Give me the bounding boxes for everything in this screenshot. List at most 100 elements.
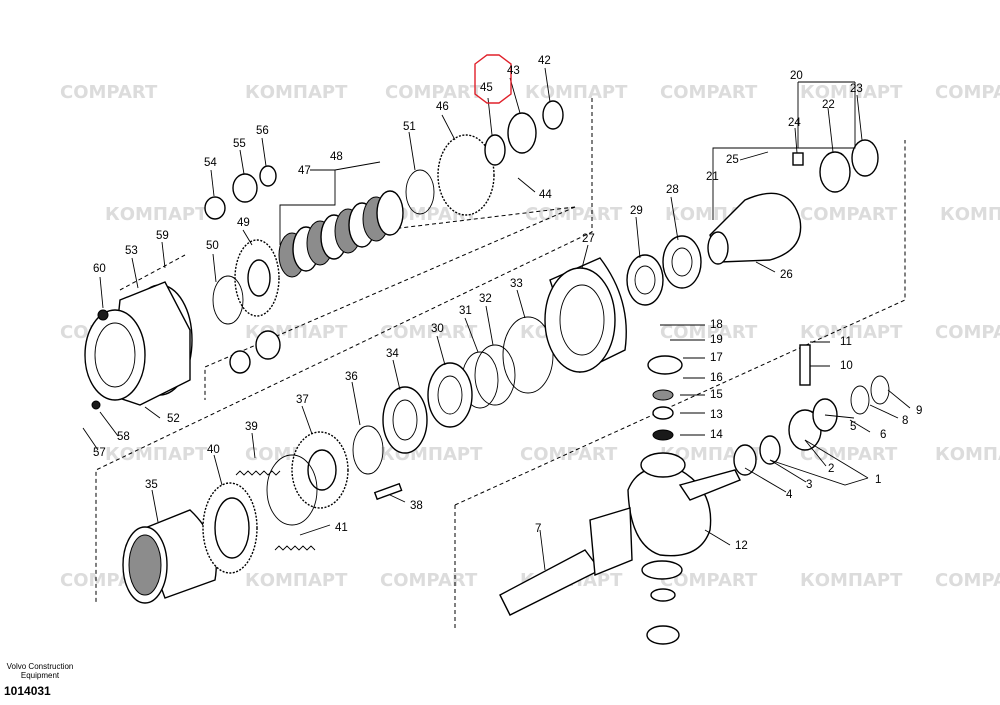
part-label-48: 48 xyxy=(330,151,343,163)
part-labels: 1234567891011121314151617181920212223242… xyxy=(93,55,922,552)
part-label-5: 5 xyxy=(850,421,856,433)
hub-housing-53 xyxy=(84,281,193,410)
part-label-23: 23 xyxy=(850,83,863,95)
bearings xyxy=(382,235,702,454)
watermark-text: COMPART xyxy=(660,82,758,103)
part-label-36: 36 xyxy=(345,371,358,383)
part-label-52: 52 xyxy=(167,413,180,425)
watermark-text: КОМПАРТ xyxy=(800,322,903,343)
axle-7 xyxy=(499,507,633,616)
watermark-text: КОМПАРТ xyxy=(800,570,903,591)
part-label-60: 60 xyxy=(93,263,106,275)
part-label-14: 14 xyxy=(710,429,723,441)
part-label-2: 2 xyxy=(828,463,834,475)
watermark-text: COMPART xyxy=(935,322,1000,343)
watermark-text: КОМПАРТ xyxy=(105,444,208,465)
shaft-21 xyxy=(707,192,802,265)
part-label-51: 51 xyxy=(403,121,416,133)
assembly-guide-lines xyxy=(95,98,906,628)
part-label-29: 29 xyxy=(630,205,643,217)
part-label-24: 24 xyxy=(788,117,801,129)
plate-stack-47-48 xyxy=(278,190,404,278)
watermark-text: COMPART xyxy=(60,82,158,103)
king-pin-stack xyxy=(646,355,683,645)
springs-39-41 xyxy=(235,470,316,551)
part-label-8: 8 xyxy=(902,415,908,427)
part-label-10: 10 xyxy=(840,360,853,372)
part-label-56: 56 xyxy=(256,125,269,137)
part-label-18: 18 xyxy=(710,319,723,331)
part-label-35: 35 xyxy=(145,479,158,491)
part-label-58: 58 xyxy=(117,431,130,443)
part-label-54: 54 xyxy=(204,157,217,169)
part-label-49: 49 xyxy=(237,217,250,229)
part-label-31: 31 xyxy=(459,305,472,317)
part-label-28: 28 xyxy=(666,184,679,196)
watermark-text: КОМПАРТ xyxy=(245,82,348,103)
part-label-25: 25 xyxy=(726,154,739,166)
part-label-41: 41 xyxy=(335,522,348,534)
gear-37 xyxy=(291,431,349,509)
watermark-text: COMPART xyxy=(380,322,478,343)
part-label-39: 39 xyxy=(245,421,258,433)
part-label-45: 45 xyxy=(480,82,493,94)
part-label-9: 9 xyxy=(916,405,922,417)
watermark-text: COMPART xyxy=(525,204,623,225)
part-label-1: 1 xyxy=(875,474,881,486)
clutch-plate xyxy=(376,190,404,236)
part-label-47: 47 xyxy=(298,165,311,177)
part-label-34: 34 xyxy=(386,348,399,360)
watermark-text: КОМПАРТ xyxy=(245,570,348,591)
watermark-text: COMPART xyxy=(660,570,758,591)
watermark-text: COMPART xyxy=(935,82,1000,103)
watermark-text: КОМПАРТ xyxy=(800,82,903,103)
watermark-text: КОМПАРТ xyxy=(940,204,1000,225)
part-label-40: 40 xyxy=(207,444,220,456)
watermark-text: КОМПАРТ xyxy=(105,204,208,225)
part-label-43: 43 xyxy=(507,65,520,77)
part-label-11: 11 xyxy=(840,336,852,348)
knuckle-12 xyxy=(627,452,741,580)
part-label-32: 32 xyxy=(479,293,492,305)
ring-gear-35 xyxy=(122,509,217,604)
part-label-44: 44 xyxy=(539,189,552,201)
leader-lines xyxy=(82,67,911,571)
watermark-text: COMPART xyxy=(520,444,618,465)
watermark-text: COMPART xyxy=(800,444,898,465)
part-label-4: 4 xyxy=(786,489,793,501)
watermark-text: COMPART xyxy=(660,322,758,343)
part-label-30: 30 xyxy=(431,323,444,335)
watermark-text: COMPART xyxy=(935,570,1000,591)
footer: Volvo Construction Equipment 1014031 xyxy=(4,662,76,698)
part-label-17: 17 xyxy=(710,352,723,364)
part-label-53: 53 xyxy=(125,245,138,257)
part-label-59: 59 xyxy=(156,230,169,242)
watermark-text: COMPART xyxy=(380,570,478,591)
highlight-hexagon xyxy=(474,54,512,104)
org-line2: Equipment xyxy=(20,671,60,680)
part-label-55: 55 xyxy=(233,138,246,150)
watermark-text: КОМПАРТ xyxy=(525,82,628,103)
watermark-text: COMPART xyxy=(385,82,483,103)
gear-40 xyxy=(202,482,258,574)
part-label-57: 57 xyxy=(93,447,106,459)
part-label-37: 37 xyxy=(296,394,309,406)
part-label-6: 6 xyxy=(880,429,886,441)
part-label-19: 19 xyxy=(710,334,723,346)
part-label-12: 12 xyxy=(735,540,748,552)
org-line1: Volvo Construction xyxy=(6,662,74,671)
part-label-7: 7 xyxy=(535,523,541,535)
part-label-42: 42 xyxy=(538,55,551,67)
watermark-text: COMPART xyxy=(800,204,898,225)
part-label-16: 16 xyxy=(710,372,723,384)
part-label-27: 27 xyxy=(582,233,595,245)
part-label-33: 33 xyxy=(510,278,523,290)
part-label-22: 22 xyxy=(822,99,835,111)
gear-49 xyxy=(234,239,280,317)
part-label-3: 3 xyxy=(806,479,812,491)
part-label-13: 13 xyxy=(710,409,723,421)
part-label-20: 20 xyxy=(790,70,803,82)
watermark-text: КОМПАРТ xyxy=(935,444,1000,465)
